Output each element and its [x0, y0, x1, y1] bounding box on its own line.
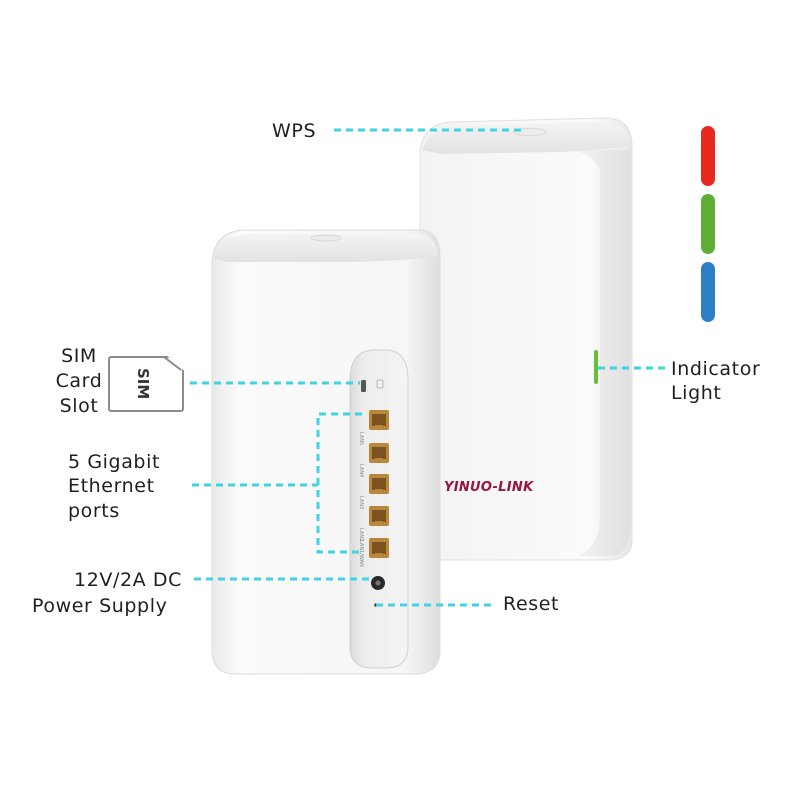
sim-slot-icon: [376, 379, 384, 389]
sim-slot: [361, 380, 366, 392]
dc-power-jack-pin: [375, 580, 381, 586]
router-rear-top: [422, 122, 630, 154]
port-label: LAN2: [358, 528, 364, 541]
sim-card-text: SIM: [134, 368, 152, 400]
port-label-group: LAN5 LAN4 LAN3 LAN2 LAN1/WAN: [358, 432, 364, 567]
ethernet-port: [369, 538, 389, 558]
leader-ethernet-bracket: [316, 412, 362, 554]
sim-label-line3: Slot: [59, 395, 99, 417]
indicator-color-key: [701, 126, 715, 322]
ethernet-label-line1: 5 Gigabit: [68, 451, 161, 473]
sim-card-icon: [108, 356, 184, 412]
power-label-line1: 12V/2A DC: [74, 569, 182, 591]
port-label: LAN3: [358, 496, 364, 509]
ethernet-label-line3: ports: [68, 500, 120, 522]
router-rear-side: [560, 149, 630, 557]
port-label: LAN1/WAN: [358, 540, 364, 567]
port-label: LAN4: [358, 464, 364, 477]
power-label-line2: Power Supply: [32, 595, 168, 617]
indicator-label-line1: Indicator: [671, 358, 761, 380]
sim-label-line1: SIM: [61, 345, 97, 367]
indicator-label-line2: Light: [671, 382, 722, 404]
indicator-green-bar: [701, 194, 715, 254]
indicator-red-bar: [701, 126, 715, 186]
indicator-blue-bar: [701, 262, 715, 322]
brand-logo: YINUO-LINK: [444, 480, 534, 495]
reset-label: Reset: [503, 593, 560, 615]
leader-lines: [190, 128, 666, 607]
ethernet-port: [369, 474, 389, 494]
router-front-top: [214, 234, 438, 262]
wps-button-front: [310, 234, 342, 242]
wps-button: [513, 128, 547, 136]
ethernet-port: [369, 410, 389, 430]
router-rear-unit: [419, 117, 633, 561]
ethernet-port: [369, 443, 389, 463]
ethernet-port: [369, 506, 389, 526]
port-label: LAN5: [358, 432, 364, 445]
indicator-led: [594, 350, 598, 384]
router-front-unit: LAN5 LAN4 LAN3 LAN2 LAN1/WAN: [211, 229, 441, 675]
ethernet-ports: [369, 410, 389, 558]
sim-label-line2: Card: [55, 370, 103, 392]
wps-label: WPS: [272, 120, 317, 142]
ethernet-label-line2: Ethernet: [68, 475, 155, 497]
